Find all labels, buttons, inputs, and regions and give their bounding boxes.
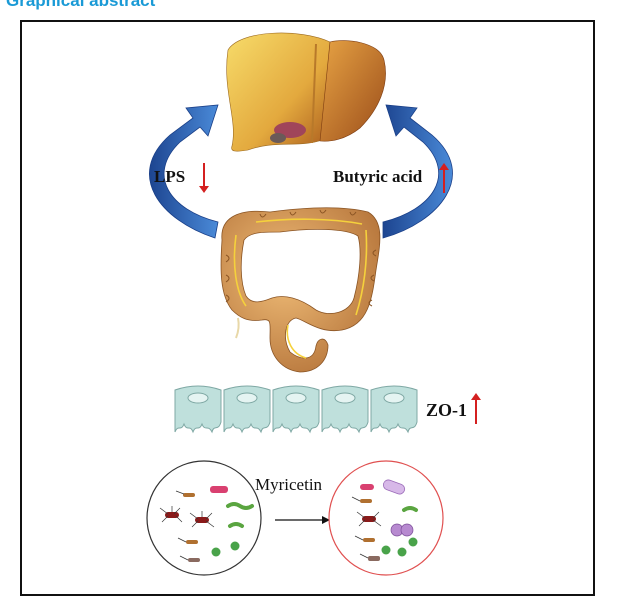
zo1-label: ZO-1 bbox=[426, 400, 467, 420]
epithelial-cell-icon bbox=[370, 385, 418, 434]
epithelial-cell-icon bbox=[223, 385, 271, 434]
bacteria-icon bbox=[159, 486, 254, 562]
epithelial-cell-icon bbox=[272, 385, 320, 434]
header-title: Graphical abstract bbox=[6, 0, 156, 10]
colon-icon bbox=[220, 207, 381, 373]
lps-down-arrow-icon bbox=[199, 163, 209, 193]
bacteria-icon bbox=[351, 479, 418, 561]
epithelial-cells bbox=[174, 385, 418, 434]
left-arrow-icon bbox=[149, 104, 219, 239]
epithelial-cell-icon bbox=[321, 385, 369, 434]
zo1-up-arrow-icon bbox=[471, 393, 481, 424]
myricetin-label: Myricetin bbox=[255, 475, 323, 494]
right-arrow-icon bbox=[382, 104, 453, 239]
transition-arrow-icon bbox=[275, 516, 330, 524]
header-strip: Graphical abstract bbox=[0, 0, 621, 14]
microbiota-before-circle bbox=[146, 460, 262, 576]
microbiota-after-circle bbox=[328, 460, 444, 576]
lps-label: LPS bbox=[154, 167, 185, 186]
epithelial-cell-icon bbox=[174, 385, 222, 434]
butyric-acid-up-arrow-icon bbox=[439, 163, 449, 193]
liver-icon bbox=[226, 32, 386, 152]
butyric-acid-label: Butyric acid bbox=[333, 167, 423, 186]
